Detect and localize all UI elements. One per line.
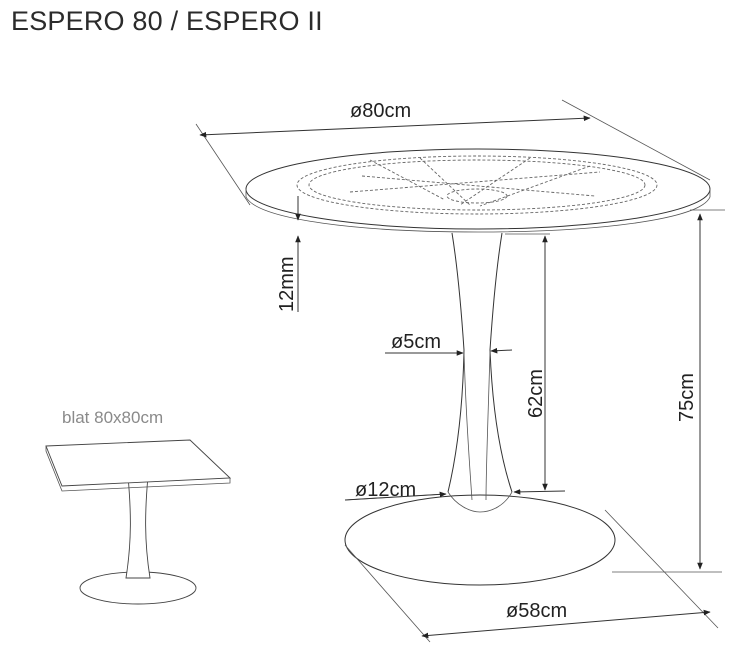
product-title: ESPERO 80 / ESPERO II: [11, 6, 323, 36]
top-thickness-label: 12mm: [276, 256, 298, 312]
stem-diameter-label: ø5cm: [391, 331, 441, 353]
table-stem: [447, 232, 465, 493]
dimension-total-height: 75cm: [612, 209, 725, 573]
dimension-top-diameter: ø80cm: [195, 99, 711, 206]
dimension-leg-height: 62cm: [505, 233, 550, 491]
underframe-ring: [296, 155, 658, 215]
leg-height-label: 62cm: [525, 369, 547, 418]
dimension-base-diameter: ø58cm: [344, 509, 719, 643]
total-height-label: 75cm: [676, 373, 698, 422]
square-table-variant: blat 80x80cm: [45, 408, 232, 605]
variant-top-label: blat 80x80cm: [62, 408, 163, 427]
dimension-top-thickness: 12mm: [276, 196, 301, 312]
stem-base-label: ø12cm: [355, 479, 416, 501]
top-diameter-label: ø80cm: [350, 100, 411, 122]
dimension-stem-base: ø12cm: [344, 479, 566, 501]
dimension-stem-diameter: ø5cm: [385, 331, 513, 356]
base-diameter-label: ø58cm: [506, 600, 567, 622]
base-disc: [344, 494, 616, 586]
main-table-drawing: [245, 148, 711, 586]
